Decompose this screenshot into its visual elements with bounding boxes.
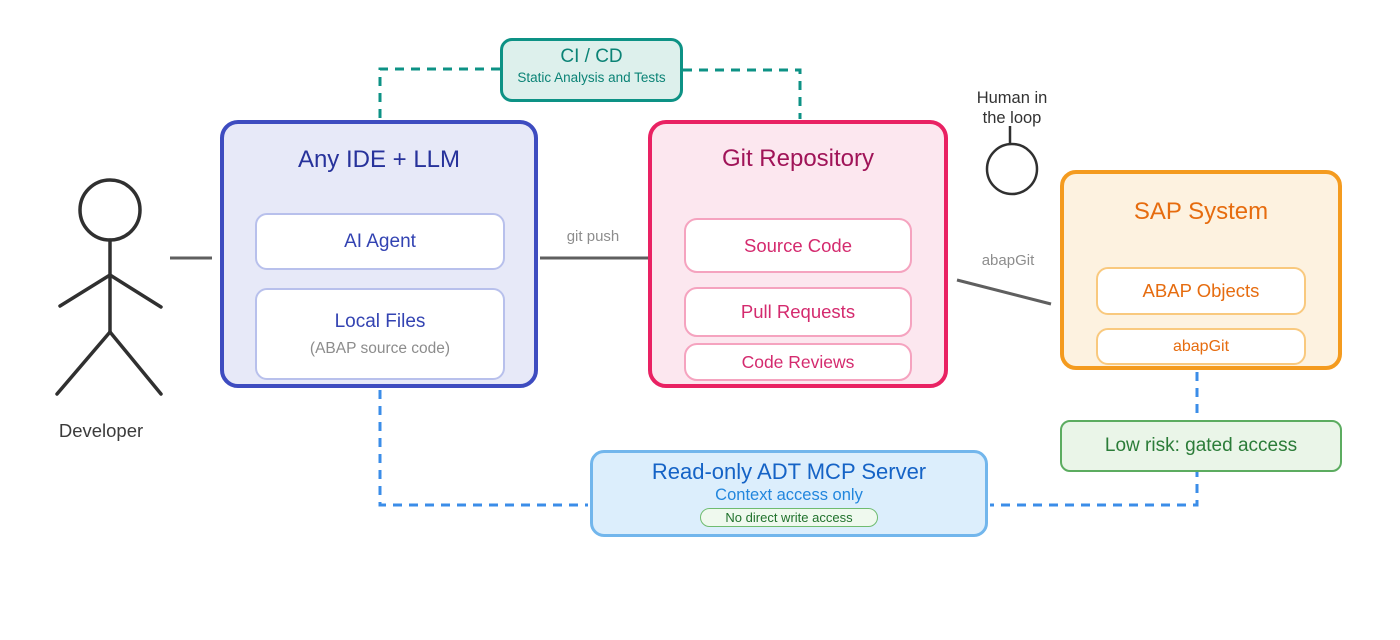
low-risk-box: Low risk: gated access xyxy=(1060,420,1342,472)
pull-requests-box: Pull Requests xyxy=(684,287,912,337)
ai-agent-box: AI Agent xyxy=(255,213,505,270)
mcp-server-title: Read-only ADT MCP Server xyxy=(651,459,927,484)
connector-cicd-git xyxy=(683,68,802,119)
abapgit-connection-label: abapGit xyxy=(981,252,1035,269)
connector-ide-mcp xyxy=(378,390,588,507)
code-reviews-label: Code Reviews xyxy=(741,351,855,372)
cicd-box: CI / CD Static Analysis and Tests xyxy=(500,38,683,102)
cicd-subtitle: Static Analysis and Tests xyxy=(517,70,666,85)
developer-figure xyxy=(55,178,163,396)
mcp-server-subtitle: Context access only xyxy=(715,486,863,504)
human-label-line2: the loop xyxy=(982,108,1042,127)
low-risk-label: Low risk: gated access xyxy=(1104,435,1298,456)
source-code-label: Source Code xyxy=(744,234,852,256)
git-repository-title: Git Repository xyxy=(721,145,875,172)
source-code-box: Source Code xyxy=(684,218,912,273)
code-reviews-box: Code Reviews xyxy=(684,343,912,381)
developer-label: Developer xyxy=(58,420,144,441)
ide-title: Any IDE + LLM xyxy=(297,146,461,173)
developer-head xyxy=(78,178,142,242)
git-repository-box: Git Repository Source Code Pull Requests… xyxy=(648,120,948,388)
abapgit-box-label: abapGit xyxy=(1172,337,1230,355)
local-files-box: Local Files (ABAP source code) xyxy=(255,288,505,380)
human-label-line1: Human in xyxy=(976,89,1048,107)
abapgit-box: abapGit xyxy=(1096,328,1306,365)
local-files-sublabel: (ABAP source code) xyxy=(309,339,451,357)
human-head xyxy=(985,142,1039,196)
connector-git-sap xyxy=(956,278,1052,306)
mcp-server-box: Read-only ADT MCP Server Context access … xyxy=(590,450,988,537)
ai-agent-label: AI Agent xyxy=(344,230,416,252)
developer-left-leg xyxy=(55,330,112,396)
pull-requests-label: Pull Requests xyxy=(740,301,856,322)
abap-objects-label: ABAP Objects xyxy=(1142,280,1260,301)
connector-cicd-ide xyxy=(378,67,500,119)
developer-right-arm xyxy=(108,273,163,309)
developer-right-leg xyxy=(108,330,163,396)
sap-system-title: SAP System xyxy=(1133,198,1269,225)
git-push-label: git push xyxy=(566,228,620,245)
human-in-the-loop-label: Human in the loop xyxy=(950,89,1074,128)
sap-system-box: SAP System ABAP Objects abapGit xyxy=(1060,170,1342,370)
abap-objects-box: ABAP Objects xyxy=(1096,267,1306,315)
developer-left-arm xyxy=(58,273,112,308)
no-write-access-badge: No direct write access xyxy=(700,508,878,527)
cicd-title: CI / CD xyxy=(560,46,623,67)
ide-box: Any IDE + LLM AI Agent Local Files (ABAP… xyxy=(220,120,538,388)
human-head-icon xyxy=(985,126,1039,196)
local-files-label: Local Files xyxy=(334,310,426,332)
